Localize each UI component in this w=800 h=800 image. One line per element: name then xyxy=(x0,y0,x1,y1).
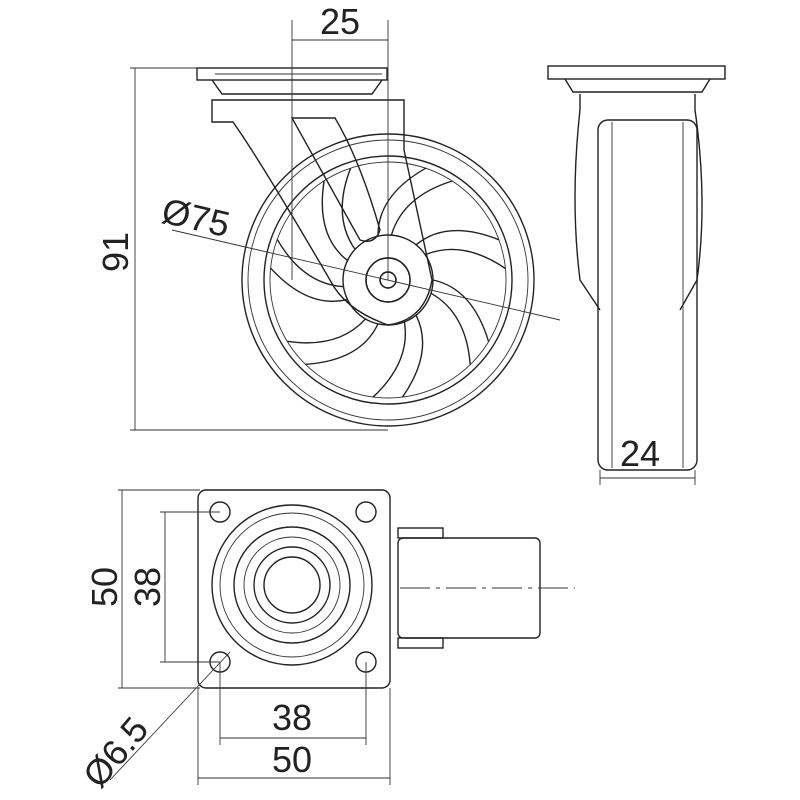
dim-hole-spacing-horizontal: 38 xyxy=(272,697,312,738)
wheel-spoke xyxy=(377,167,453,237)
dim-hole-spacing-vertical: 38 xyxy=(127,567,168,607)
dimension-lines xyxy=(130,20,561,431)
bottom-view: 50 38 38 50 Ø6.5 xyxy=(75,489,575,795)
wheel-spoke xyxy=(430,279,490,365)
front-view: 25 91 Ø75 xyxy=(95,1,561,431)
wheel-spoke xyxy=(415,230,506,270)
wheel-spoke xyxy=(321,167,356,262)
dim-hole-diameter: Ø6.5 xyxy=(75,709,157,795)
dim-wheel-width: 24 xyxy=(620,433,660,474)
dim-total-height: 91 xyxy=(95,232,136,272)
side-view: 24 xyxy=(547,65,726,485)
wheel-spoke xyxy=(270,239,348,303)
wheel-spoke xyxy=(372,314,424,398)
dim-wheel-diameter: Ø75 xyxy=(158,190,234,245)
dim-plate-width: 50 xyxy=(272,739,312,780)
dim-plate-height: 50 xyxy=(84,567,125,607)
wheel-spoke xyxy=(287,318,379,366)
dim-plate-offset: 25 xyxy=(320,1,360,42)
bottom-dimension-lines xyxy=(109,489,391,785)
